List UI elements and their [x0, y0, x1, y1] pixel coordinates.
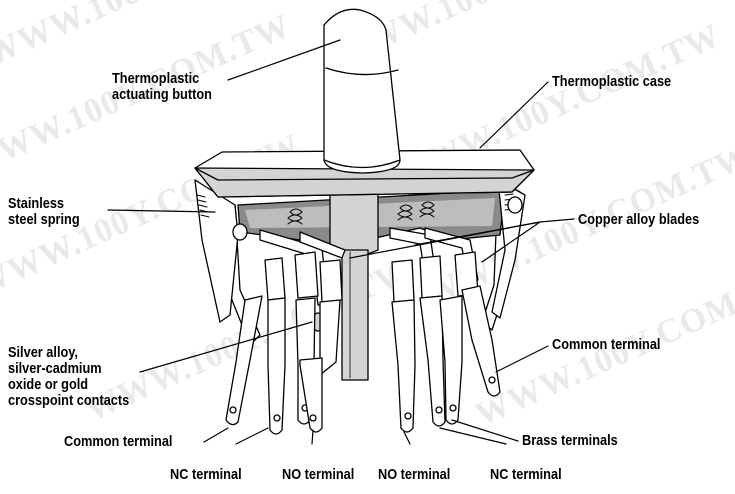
terminal-brass-right	[439, 295, 463, 425]
leader-lines	[107, 39, 575, 445]
label-line: silver-cadmium	[8, 361, 102, 377]
terminal-no-right	[391, 299, 416, 433]
terminal-no-left	[319, 299, 341, 376]
label-nc-terminal-left: NC terminal	[170, 467, 242, 483]
blade-left-b	[299, 231, 346, 259]
terminal-block-right-1	[391, 259, 415, 303]
label-line: actuating button	[112, 87, 212, 103]
terminal-common-right	[461, 285, 501, 397]
label-no-terminal-right: NO terminal	[378, 467, 451, 483]
label-no-terminal-left: NO terminal	[282, 467, 355, 483]
label-brass-terminals: Brass terminals	[522, 433, 618, 449]
case-top-edge	[194, 167, 535, 198]
frame-left-plate	[194, 179, 239, 323]
terminal-no-left-tab	[299, 357, 323, 433]
terminal-block-left-2	[294, 251, 319, 299]
terminal-block-right-2	[419, 255, 443, 299]
left-roller	[232, 223, 248, 241]
plunger-lower	[341, 249, 369, 381]
label-line: crosspoint contacts	[8, 393, 130, 409]
terminal-nc-right	[419, 295, 446, 427]
terminal-nc-left	[267, 297, 286, 435]
label-line: Silver alloy,	[8, 345, 78, 361]
actuating-button	[323, 8, 401, 174]
label-crosspoint-contacts: Silver alloy, silver-cadmium oxide or go…	[8, 345, 129, 409]
label-steel-spring: Stainless steel spring	[8, 196, 80, 228]
label-actuating-button: Thermoplastic actuating button	[112, 71, 212, 103]
label-line: Thermoplastic	[112, 71, 200, 87]
label-line: Stainless	[8, 196, 65, 212]
terminal-block-left-1	[264, 257, 286, 301]
terminal-common-left	[225, 295, 263, 426]
label-common-terminal-right: Common terminal	[552, 337, 661, 353]
frame-right-plate	[491, 179, 526, 319]
label-common-terminal-left: Common terminal	[64, 434, 173, 450]
label-thermoplastic-case: Thermoplastic case	[552, 74, 672, 90]
label-line: steel spring	[8, 212, 80, 228]
label-line: oxide or gold	[8, 377, 89, 393]
label-copper-alloy-blades: Copper alloy blades	[578, 212, 700, 228]
blade-springs	[287, 201, 435, 225]
plunger-shaft	[329, 189, 379, 257]
right-roller	[507, 196, 523, 214]
terminal-block-left-3	[319, 259, 343, 303]
label-nc-terminal-right: NC terminal	[490, 467, 562, 483]
